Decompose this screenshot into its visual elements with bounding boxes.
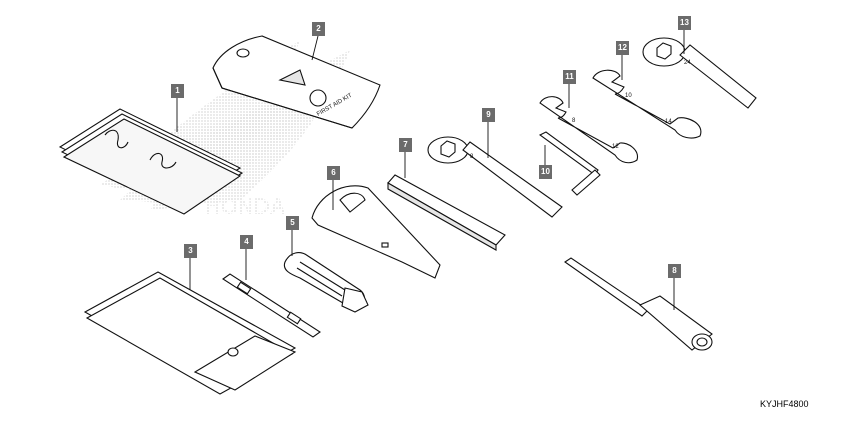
callout-3: 3 <box>184 244 197 258</box>
open-end-wrench-10-14: 10 14 <box>592 69 702 139</box>
spanner-9-size: 8 <box>470 154 474 160</box>
callout-13: 13 <box>678 16 691 30</box>
spark-plug-wrench <box>564 257 713 351</box>
wrench-13-size: 24 <box>684 60 691 66</box>
callout-2: 2 <box>312 22 325 36</box>
wrench-12-size-b: 14 <box>665 119 672 125</box>
hex-key <box>538 131 601 196</box>
extension-bar <box>387 174 506 251</box>
callout-4: 4 <box>240 235 253 249</box>
pin-spanner <box>311 185 441 279</box>
screwdriver-handle <box>283 252 369 313</box>
callout-12: 12 <box>616 41 629 55</box>
callout-9: 9 <box>482 108 495 122</box>
callout-8: 8 <box>668 264 681 278</box>
wrench-12-size-a: 10 <box>625 93 632 99</box>
callout-10: 10 <box>539 165 552 179</box>
wrench-11-size-b: 12 <box>612 144 619 150</box>
screwdriver-shaft <box>222 273 321 338</box>
tool-bag <box>83 271 297 395</box>
drawing-code: KYJHF4800 <box>760 399 809 409</box>
wrench-11-size-a: 8 <box>572 118 576 124</box>
owners-manual <box>58 108 244 215</box>
callout-1: 1 <box>171 84 184 98</box>
callout-7: 7 <box>399 138 412 152</box>
first-aid-kit-pouch: FIRST AID KIT <box>212 35 381 129</box>
ring-spanner: 8 <box>427 136 563 218</box>
callout-11: 11 <box>563 70 576 84</box>
box-wrench-24: 24 <box>642 37 757 109</box>
callout-5: 5 <box>286 216 299 230</box>
callout-6: 6 <box>327 166 340 180</box>
leader-lines <box>176 30 685 310</box>
honda-watermark-text: HONDA <box>205 194 286 219</box>
open-end-wrench-8-12: 8 12 <box>539 96 639 164</box>
